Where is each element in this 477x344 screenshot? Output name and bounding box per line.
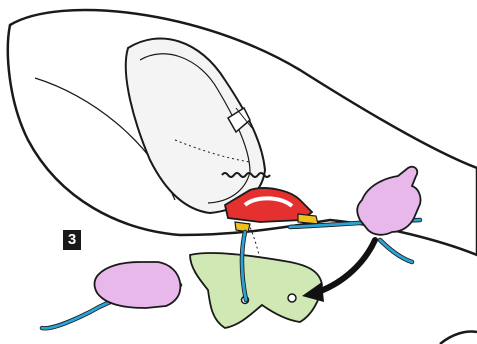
- spray-skirt: [189, 252, 323, 329]
- coil-spring: [221, 172, 271, 178]
- right-hand-icon: [356, 165, 422, 236]
- curved-arrow-icon: [315, 237, 378, 295]
- arrow-head: [302, 282, 324, 302]
- left-hand-icon: [93, 261, 182, 309]
- step-number-badge: 3: [63, 230, 81, 250]
- grab-handle-icon: [223, 187, 314, 223]
- rim-clip: [226, 106, 253, 134]
- guide-line-dotted: [174, 139, 251, 163]
- kayak-bow-hint: [439, 330, 477, 344]
- skirt-grommet: [287, 293, 297, 303]
